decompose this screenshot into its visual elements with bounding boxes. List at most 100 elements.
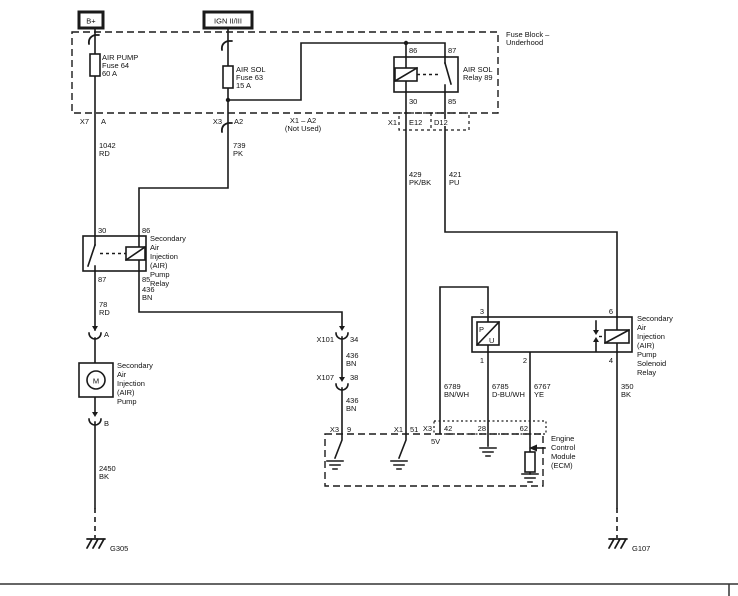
pump-relay-name-line6: Relay [150,279,169,288]
solenoid-relay-name-line1: Secondary [637,314,673,323]
pump-name-line5: Pump [117,397,137,406]
connector-socket-icon [335,332,349,340]
fuse-64-label-line1: AIR PUMP [102,53,138,62]
wire-label-436-b: 436 [346,351,359,360]
wire-label-739-color: PK [233,149,243,158]
fuse-63-label-line3: 15 A [236,81,251,90]
pump-relay-pin-85: 85 [142,275,150,284]
pump-relay-pin-87: 87 [98,275,106,284]
pump-relay-name-line3: Injection [150,252,178,261]
connector-arrow-icon [339,377,345,382]
valve-arrow-down-icon [593,330,599,335]
connector-arrow-icon [92,412,98,417]
wire-label-6785: 6785 [492,382,509,391]
wire-label-421: 421 [449,170,462,179]
connector-socket-icon [88,332,102,340]
solenoid-relay-pin-4: 4 [609,356,613,365]
chassis-ground-icon [86,538,106,549]
wire-label-436-b-color: BN [346,359,356,368]
pump-relay-name-line5: Pump [150,270,170,279]
connector-x3-pin-a2: A2 [234,117,243,126]
sensor-p-label: P [479,325,484,334]
ecm-connector-x3: X3 [330,425,339,434]
connector-e12-d12-box [398,112,470,131]
wire-label-436-c-color: BN [346,404,356,413]
solenoid-relay-name-line7: Relay [637,368,656,377]
ground-g107-label: G107 [632,544,650,553]
pump-relay-stubs [94,235,140,272]
wire-label-6767-color: YE [534,390,544,399]
pump-box [78,362,114,398]
b-plus-label: B+ [86,17,96,26]
solenoid-relay-pin-6: 6 [609,307,613,316]
earth-ground-icon [390,460,408,470]
connector-x107: X107 [316,373,334,382]
wire-fuse63-to-relay89 [227,42,446,101]
air-pump-relay: 30 86 87 85 Secondary Air Injection (AIR… [82,225,187,289]
connector-x1: X1 [388,118,397,127]
relay-89-name-line1: AIR SOL [463,65,493,74]
air-pump-solenoid-relay: P U 3 6 1 2 4 Secondary Air Injection (A… [471,306,674,378]
ground-g107: G107 [608,538,651,554]
ecm-pin-28: 28 [478,424,486,433]
relay-89-coil-diagonal [393,66,419,83]
fuse-block-boundary [71,31,499,114]
fuse-block-name-line2: Underhood [506,38,543,47]
pump-relay-switch-icon [86,243,97,268]
ecm-pin-51: 51 [410,425,418,434]
motor-circle-icon [86,370,106,390]
wire-6789-5v-ref [439,286,489,434]
solenoid-relay-pin-3: 3 [480,307,484,316]
ecm-name-line3: Module [551,452,576,461]
ecm-5v-reference: 5V [431,437,440,446]
wire-label-6789-color: BN/WH [444,390,469,399]
connector-x1-a2-not-used-line1: X1 – A2 [290,116,316,125]
wire-label-436-c: 436 [346,396,359,405]
inline-connector-x101-icon [335,326,349,340]
ecm-signal-sense [521,444,546,483]
pump-name-line3: Injection [117,379,145,388]
connector-arrow-icon [92,326,98,331]
solenoid-relay-pin-1: 1 [480,356,484,365]
ecm-connector-x1: X1 [394,425,403,434]
motor-m-label: M [93,377,99,386]
terminal-clip-icon [220,40,233,51]
wire-label-1042-color: RD [99,149,110,158]
pump-relay-pin-86: 86 [142,226,150,235]
wire-label-429-color: PK/BK [409,178,431,187]
signal-arrow-icon [529,444,537,452]
ign-label: IGN II/III [214,17,242,26]
wire-436-pump-control [138,270,343,460]
ignition-terminal: IGN II/III [202,10,254,30]
connector-x7-pin-a: A [101,117,106,126]
resistor-icon [524,451,536,473]
wire-label-78: 78 [99,300,107,309]
ecm-x3-connector-box [433,420,547,435]
connector-x1-a2-not-used-line2: (Not Used) [285,124,322,133]
relay-89-pin-30: 30 [409,97,417,106]
solenoid-relay-name-line6: Solenoid [637,359,666,368]
inline-connector-a-icon [88,326,102,340]
wire-429-relay-control [397,91,407,460]
solenoid-relay-name-line2: Air [637,323,647,332]
wire-label-350: 350 [621,382,634,391]
wire-label-2450: 2450 [99,464,116,473]
solenoid-relay-name-line4: (AIR) [637,341,655,350]
connector-x101-pin-34: 34 [350,335,358,344]
ecm-name-line2: Control [551,443,576,452]
solenoid-relay-stubs [487,316,618,353]
relay-89-stubs [405,56,446,93]
connector-arrow-icon [339,326,345,331]
fuse-block-name-line1: Fuse Block – [506,30,550,39]
solenoid-relay-name-line5: Pump [637,350,657,359]
wire-label-436-a-color: BN [142,293,152,302]
wire-label-6789: 6789 [444,382,461,391]
relay-89-name-line2: Relay 89 [463,73,493,82]
earth-ground-icon [521,473,539,483]
wire-label-78-color: RD [99,308,110,317]
junction-dot [225,97,231,103]
wire-label-421-color: PU [449,178,459,187]
wire-label-2450-color: BK [99,472,109,481]
fuse-63-label-line2: Fuse 63 [236,73,263,82]
